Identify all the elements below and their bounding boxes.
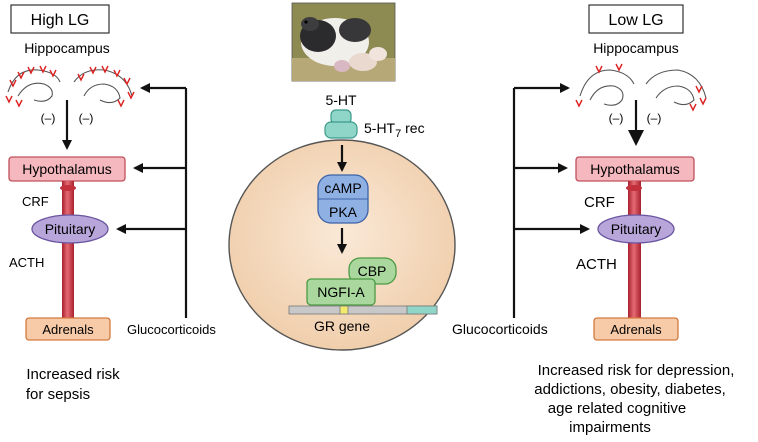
ligand-label: 5-HT — [325, 92, 357, 108]
right-hippocampus-label: Hippocampus — [593, 40, 679, 56]
right-title: Low LG — [608, 12, 663, 29]
right-hypothalamus-label: Hypothalamus — [590, 161, 680, 177]
left-glucocorticoids-label: Glucocorticoids — [127, 322, 216, 337]
right-adrenals-box — [593, 317, 679, 341]
right-risk-line2: addictions, obesity, diabetes, — [534, 381, 726, 398]
right-title-box — [588, 4, 684, 34]
receptor-icon — [324, 109, 358, 139]
right-panel: Low LG Hippocampus (–) (–) Hypothalamus … — [452, 4, 735, 436]
right-crf-label: CRF — [584, 194, 615, 211]
right-pituitary-ellipse — [597, 214, 675, 244]
left-inhibit-left: (–) — [41, 111, 56, 125]
right-hippocampus-icon — [575, 63, 707, 112]
right-risk-line3: age related cognitive — [548, 400, 686, 417]
camp-label: cAMP — [324, 180, 361, 196]
right-glucocorticoids-label: Glucocorticoids — [452, 321, 548, 337]
left-crf-label: CRF — [22, 194, 49, 209]
left-inhibit-right: (–) — [79, 111, 94, 125]
left-risk-line1: Increased risk — [26, 366, 120, 383]
rat-photo — [291, 2, 396, 82]
left-pituitary-label: Pituitary — [45, 221, 96, 237]
left-hippocampus-icon — [5, 65, 135, 108]
center-panel: 5-HT 5-HT7 rec cAMP PKA CBP NGFI-A GR ge… — [228, 2, 456, 351]
gr-gene-label: GR gene — [314, 318, 370, 334]
right-hpa-stalk — [628, 181, 641, 318]
ngfi-box — [306, 278, 376, 306]
right-pituitary-label: Pituitary — [611, 221, 662, 237]
left-title-box — [10, 4, 110, 34]
left-hpa-stalk — [62, 181, 74, 318]
left-risk-line2: for sepsis — [26, 386, 90, 403]
left-adrenals-label: Adrenals — [42, 322, 94, 337]
pka-label: PKA — [329, 204, 358, 220]
left-title: High LG — [31, 12, 90, 29]
ngfi-label: NGFI-A — [317, 284, 365, 300]
right-inhibit-right: (–) — [647, 111, 662, 125]
left-adrenals-box — [25, 317, 111, 341]
receptor-label: 5-HT7 rec — [364, 120, 425, 140]
cbp-label: CBP — [358, 263, 387, 279]
right-stalk-cap — [626, 185, 642, 191]
gr-gene-bar — [288, 305, 438, 315]
right-inhibit-left: (–) — [609, 111, 624, 125]
left-hippocampus-label: Hippocampus — [24, 40, 110, 56]
left-acth-label: ACTH — [9, 255, 44, 270]
left-pituitary-ellipse — [31, 214, 109, 244]
left-stalk-cap — [60, 185, 76, 191]
right-risk-line1: Increased risk for depression, — [538, 362, 735, 379]
left-panel: High LG Hippocampus (–) (–) Hypothalamus… — [5, 4, 216, 403]
right-acth-label: ACTH — [576, 256, 617, 273]
right-risk-line4: impairments — [569, 419, 651, 436]
left-hypothalamus-label: Hypothalamus — [22, 161, 112, 177]
right-adrenals-label: Adrenals — [610, 322, 662, 337]
